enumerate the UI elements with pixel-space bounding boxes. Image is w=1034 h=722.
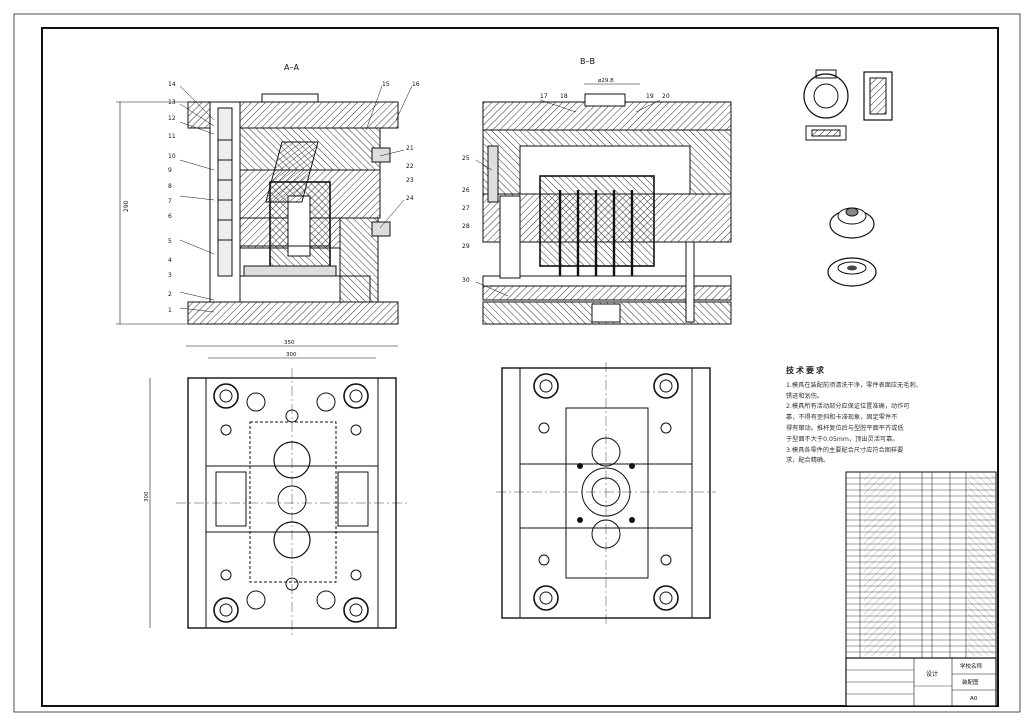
callout-11: 11 xyxy=(168,133,176,140)
section-bb-view: B–B ø29.8 xyxy=(475,57,732,325)
callout-7: 7 xyxy=(168,198,172,205)
requirement-line: 靠，不得有歪斜和卡滞现象，固定零件不 xyxy=(786,414,898,422)
inner-border xyxy=(41,27,999,707)
dim-plan-width-outer: 350 xyxy=(284,340,295,346)
callout-12: 12 xyxy=(168,115,176,122)
callout-6: 6 xyxy=(168,213,172,220)
callout-30: 30 xyxy=(462,277,470,284)
callout-4: 4 xyxy=(168,257,172,264)
callout-13: 13 xyxy=(168,99,176,106)
callout-5: 5 xyxy=(168,238,172,245)
callout-10: 10 xyxy=(168,153,176,160)
callout-17: 17 xyxy=(540,93,548,100)
callout-23: 23 xyxy=(406,177,414,184)
dim-plan-height: 300 xyxy=(144,491,150,502)
callout-29: 29 xyxy=(462,243,470,250)
callout-8: 8 xyxy=(168,183,172,190)
requirement-line: 3.模具各零件的主要配合尺寸应符合图样要 xyxy=(786,446,904,454)
technical-requirements: 技术要求 1.模具在装配前须清洗干净，零件表面应无毛刺、 锈迹和划伤。 2.模具… xyxy=(786,366,1022,467)
callout-21: 21 xyxy=(406,145,414,152)
callouts-left: 14 13 12 11 10 9 8 7 6 5 4 3 2 1 xyxy=(168,81,176,314)
bom-material-placeholder xyxy=(968,474,994,656)
title-design-label: 设计 xyxy=(926,670,938,678)
part-detail-views xyxy=(803,69,893,287)
callout-15: 15 xyxy=(382,81,390,88)
bill-of-materials xyxy=(845,471,997,659)
title-drawing-name: 装配图 xyxy=(962,678,979,686)
plan-view-fixed-half: 350 300 300 xyxy=(144,340,410,636)
callout-14: 14 xyxy=(168,81,176,88)
requirement-line: 求，配合精确。 xyxy=(786,457,830,465)
callout-2: 2 xyxy=(168,291,172,298)
callout-26: 26 xyxy=(462,187,470,194)
dim-plan-width-inner: 300 xyxy=(286,352,297,358)
callouts-aa-right: 15 16 21 22 23 24 xyxy=(382,81,420,202)
callout-27: 27 xyxy=(462,205,470,212)
requirement-line: 2.模具所有活动部分应保证位置准确，动作可 xyxy=(786,403,910,411)
section-aa-label: A–A xyxy=(284,63,299,72)
callout-3: 3 xyxy=(168,272,172,279)
title-school: 学校名称 xyxy=(960,662,983,670)
requirement-line: 锈迹和划伤。 xyxy=(786,392,824,400)
section-bb-label: B–B xyxy=(580,57,595,66)
callout-28: 28 xyxy=(462,223,470,230)
technical-requirements-title: 技术要求 xyxy=(786,366,826,375)
callout-19: 19 xyxy=(646,93,654,100)
requirement-line: 1.模具在装配前须清洗干净，零件表面应无毛刺、 xyxy=(786,381,922,389)
requirement-line: 于型面不大于0.05mm，顶出灵活可靠。 xyxy=(786,435,899,443)
dim-bb-top-dia: ø29.8 xyxy=(598,78,614,84)
title-block: 设计 学校名称 装配图 A0 xyxy=(845,657,997,707)
callout-20: 20 xyxy=(662,93,670,100)
callout-22: 22 xyxy=(406,163,414,170)
title-sheet: A0 xyxy=(970,696,978,702)
section-aa-view: A–A 290 xyxy=(116,63,413,325)
callout-18: 18 xyxy=(560,93,568,100)
callout-25: 25 xyxy=(462,155,470,162)
callout-9: 9 xyxy=(168,167,172,174)
bom-text-placeholder xyxy=(864,474,896,656)
plan-view-moving-half xyxy=(496,362,716,624)
dim-overall-height: 290 xyxy=(123,200,130,212)
requirement-line: 得有窜动。推杆复位后与型腔平面平齐或低 xyxy=(786,424,904,432)
callouts-bb: 17 18 19 20 25 26 27 28 29 30 xyxy=(462,93,670,284)
outer-border xyxy=(13,13,1021,713)
callout-1: 1 xyxy=(168,307,172,314)
callout-24: 24 xyxy=(406,195,414,202)
callout-16: 16 xyxy=(412,81,420,88)
